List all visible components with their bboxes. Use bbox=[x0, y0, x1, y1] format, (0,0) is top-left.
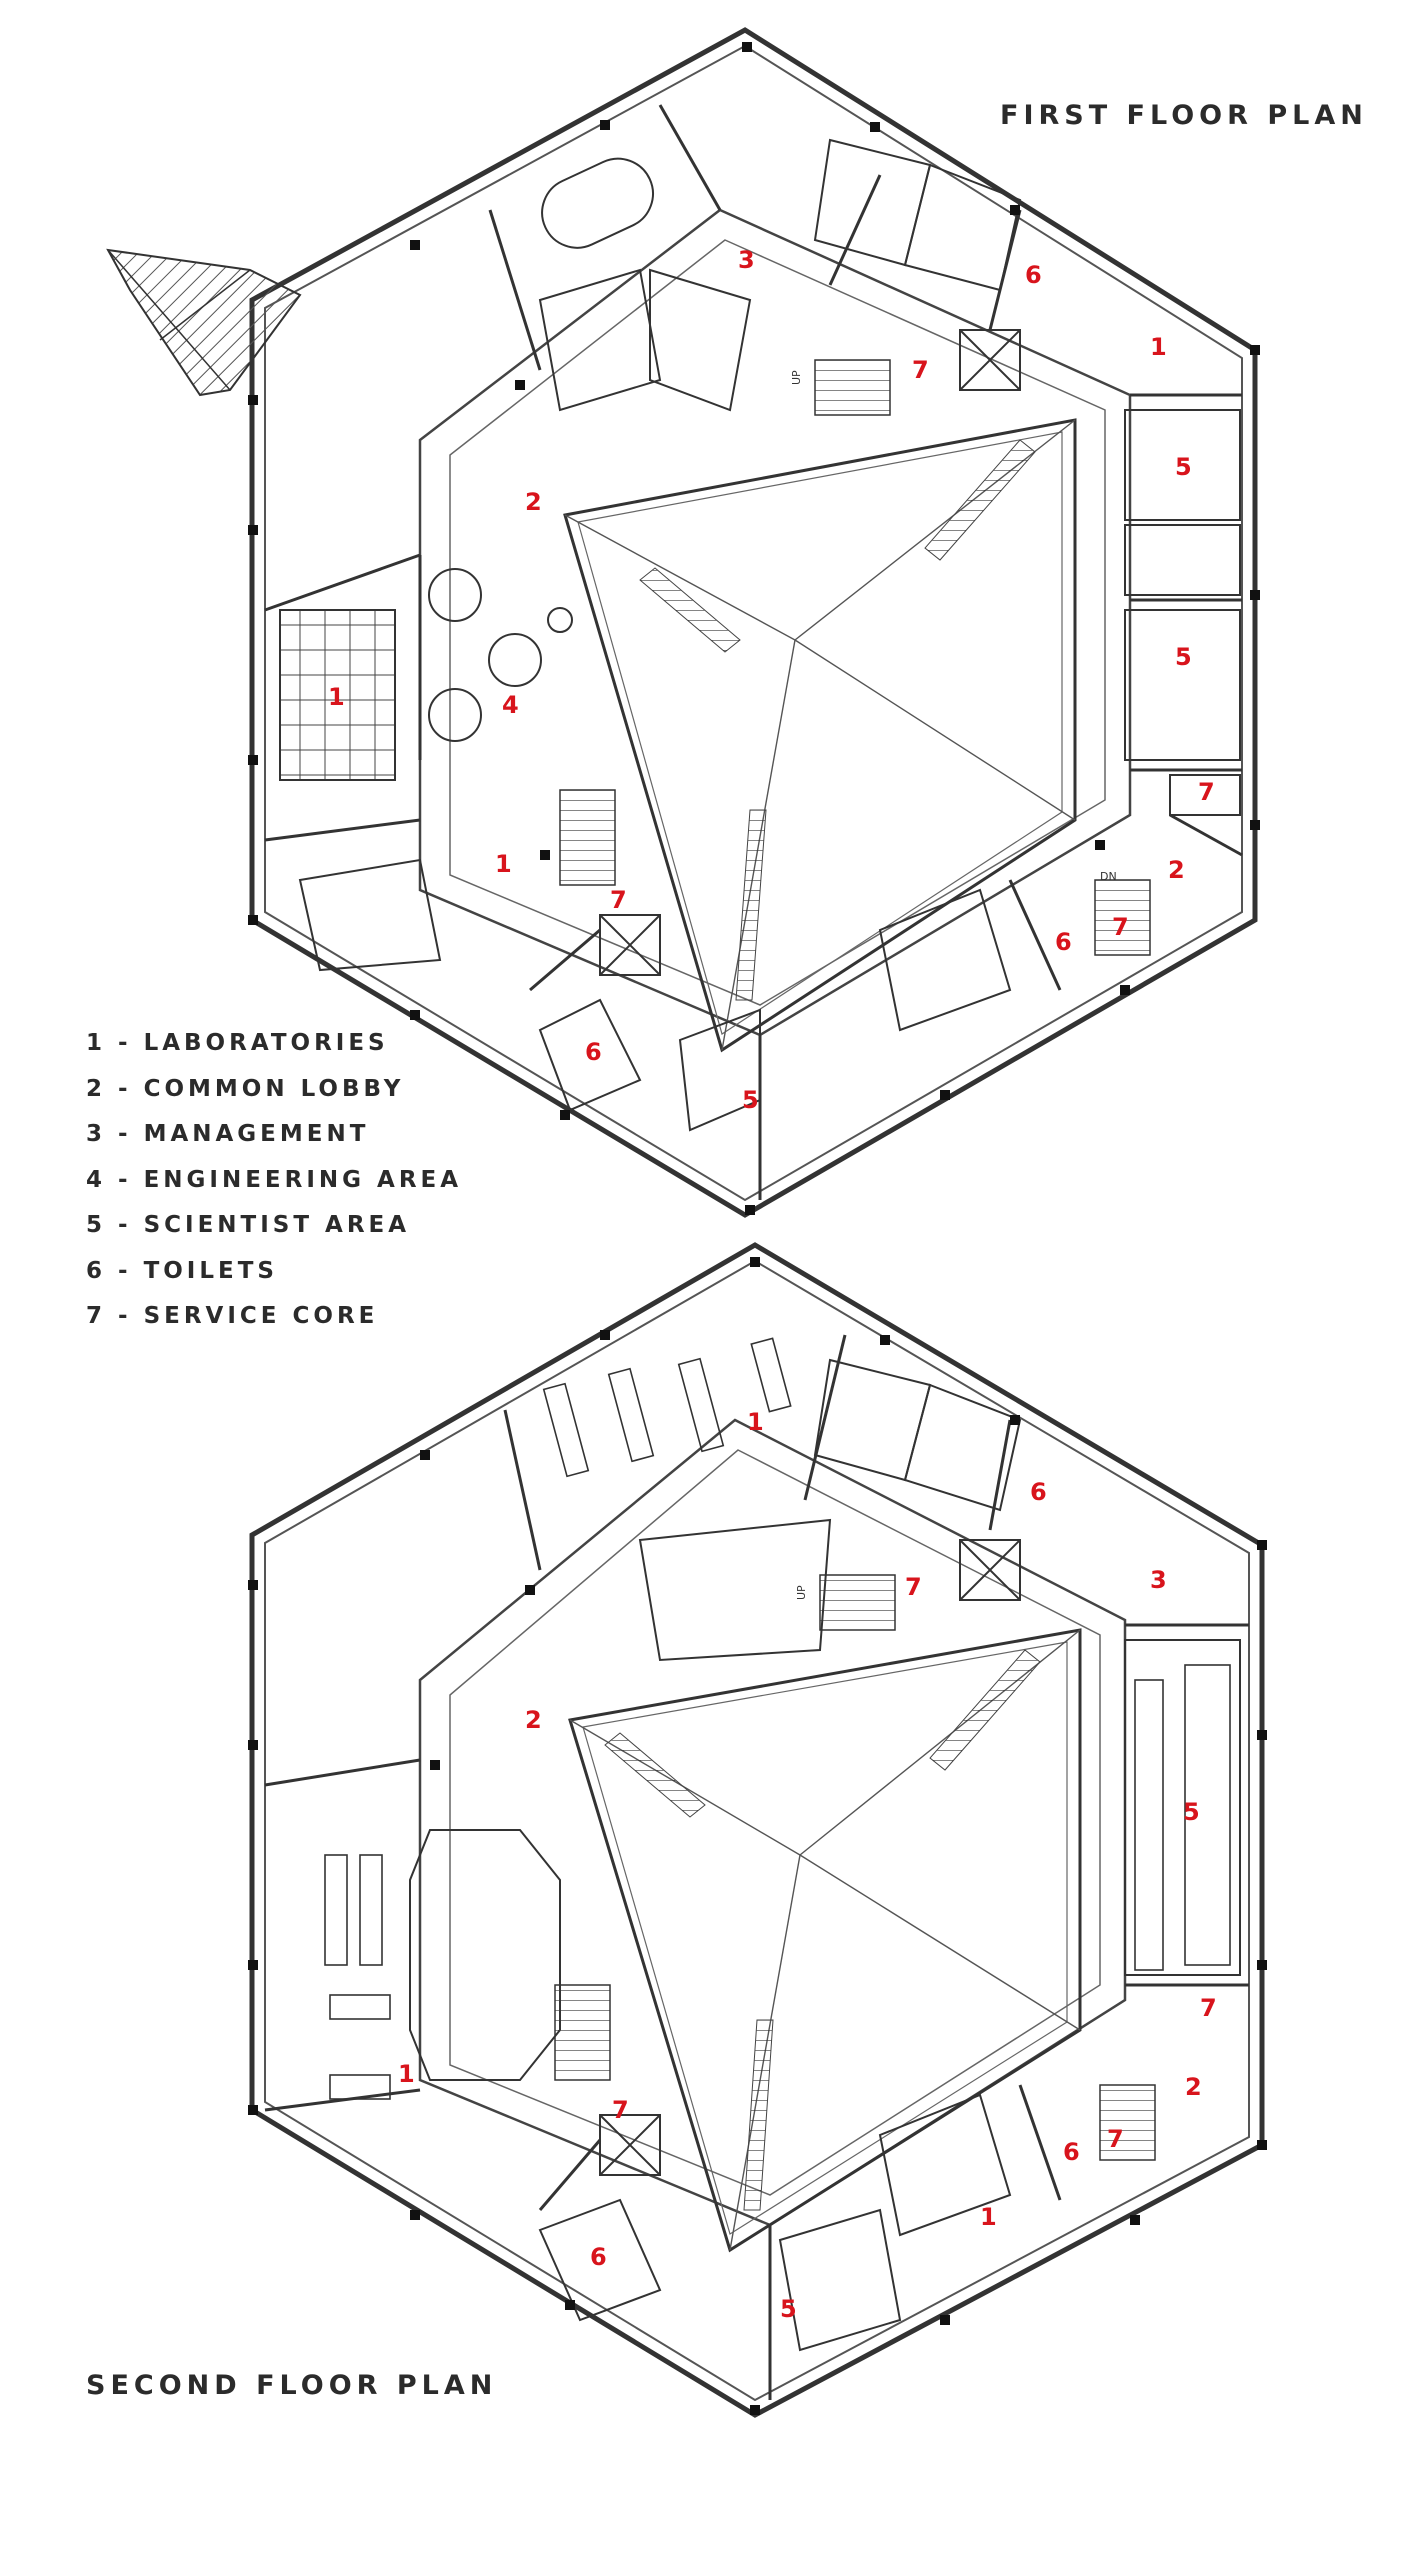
room-label-common-lobby: 2 bbox=[1185, 2073, 1202, 2101]
room-label-service-core: 7 bbox=[905, 1573, 922, 1601]
legend-item-management: 3 - MANAGEMENT bbox=[86, 1121, 370, 1147]
room-label-laboratories: 1 bbox=[980, 2203, 997, 2231]
room-label-service-core: 7 bbox=[912, 356, 929, 384]
second-floor-outer-wall-inner bbox=[264, 1259, 1250, 2402]
legend-item-engineering-area: 4 - ENGINEERING AREA bbox=[86, 1166, 463, 1193]
room-label-laboratories: 1 bbox=[1150, 333, 1167, 361]
room-label-laboratories: 1 bbox=[747, 1408, 764, 1436]
room-label-toilets: 6 bbox=[1055, 928, 1072, 956]
room-label-management: 3 bbox=[1150, 1566, 1167, 1594]
legend-item-laboratories: 1 - LABORATORIES bbox=[86, 1030, 389, 1056]
first-floor-plan: UP DN 3 6 1 7 5 2 5 1 4 7 2 1 7 6 7 5 6 bbox=[106, 27, 1260, 1218]
second-floor-stair-up-label: UP bbox=[795, 1585, 808, 1600]
second-floor-corridor-inner bbox=[449, 1449, 1101, 2196]
room-label-service-core: 7 bbox=[1200, 1994, 1217, 2022]
first-floor-outer-wall-inner bbox=[264, 44, 1243, 1202]
room-label-toilets: 6 bbox=[1063, 2138, 1080, 2166]
room-label-management: 3 bbox=[738, 246, 755, 274]
room-label-toilets: 6 bbox=[1030, 1478, 1047, 1506]
room-label-common-lobby: 2 bbox=[1168, 856, 1185, 884]
first-floor-stair-dn-label: DN bbox=[1100, 870, 1117, 883]
room-label-laboratories: 1 bbox=[495, 850, 512, 878]
room-label-engineering-area: 4 bbox=[502, 691, 519, 719]
room-label-scientist-area: 5 bbox=[742, 1086, 759, 1114]
legend-item-common-lobby: 2 - COMMON LOBBY bbox=[86, 1075, 405, 1102]
first-floor-stair-up-label: UP bbox=[790, 370, 803, 385]
room-label-service-core: 7 bbox=[1198, 778, 1215, 806]
room-label-common-lobby: 2 bbox=[525, 1706, 542, 1734]
room-label-toilets: 6 bbox=[590, 2243, 607, 2271]
pavilion-roof-icon bbox=[106, 248, 302, 397]
room-label-scientist-area: 5 bbox=[1175, 643, 1192, 671]
room-label-service-core: 7 bbox=[610, 886, 627, 914]
room-label-scientist-area: 5 bbox=[1175, 453, 1192, 481]
legend-item-service-core: 7 - SERVICE CORE bbox=[86, 1303, 379, 1329]
first-floor-corridor-inner bbox=[449, 239, 1106, 1006]
first-floor-atrium bbox=[563, 418, 1077, 1053]
second-floor-plan: UP 1 6 3 7 2 5 1 7 7 2 7 6 6 1 5 bbox=[248, 1242, 1267, 2418]
room-label-scientist-area: 5 bbox=[780, 2295, 797, 2323]
first-floor-lab-grid bbox=[279, 609, 396, 781]
second-floor-atrium bbox=[568, 1628, 1082, 2253]
room-label-toilets: 6 bbox=[585, 1038, 602, 1066]
room-label-laboratories: 1 bbox=[328, 683, 345, 711]
room-label-service-core: 7 bbox=[612, 2096, 629, 2124]
room-label-service-core: 7 bbox=[1112, 913, 1129, 941]
second-floor-plan-title: SECOND FLOOR PLAN bbox=[86, 2370, 498, 2401]
legend-item-toilets: 6 - TOILETS bbox=[86, 1257, 278, 1284]
room-label-scientist-area: 5 bbox=[1183, 1798, 1200, 1826]
room-label-service-core: 7 bbox=[1107, 2125, 1124, 2153]
room-label-common-lobby: 2 bbox=[525, 488, 542, 516]
room-label-toilets: 6 bbox=[1025, 261, 1042, 289]
room-label-laboratories: 1 bbox=[398, 2060, 415, 2088]
legend-item-scientist-area: 5 - SCIENTIST AREA bbox=[86, 1212, 411, 1238]
first-floor-plan-title: FIRST FLOOR PLAN bbox=[1000, 100, 1368, 131]
legend: 1 - LABORATORIES 2 - COMMON LOBBY 3 - MA… bbox=[86, 1030, 462, 1349]
